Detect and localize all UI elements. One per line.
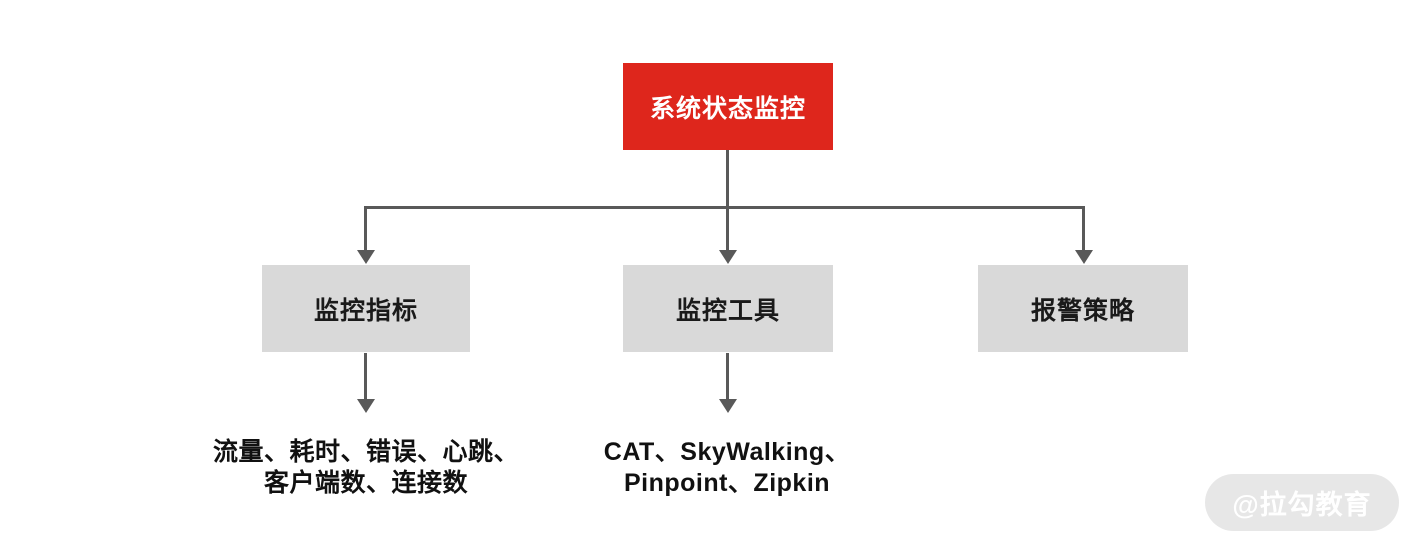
connector-left-drop: [364, 206, 367, 251]
connector-center-drop: [726, 206, 729, 251]
connector-right-drop: [1082, 206, 1085, 251]
node-label: 监控指标: [313, 296, 418, 325]
arrow-down-icon: [356, 250, 375, 264]
arrow-down-icon: [718, 399, 737, 413]
tools-detail-text: CAT、SkyWalking、 Pinpoint、Zipkin: [527, 437, 927, 499]
arrow-down-icon: [718, 250, 737, 264]
metrics-detail-text: 流量、耗时、错误、心跳、 客户端数、连接数: [166, 437, 566, 499]
node-system-status-monitoring: 系统状态监控: [623, 63, 833, 150]
connector-tools-detail: [726, 353, 729, 400]
metrics-detail-line-1: 流量、耗时、错误、心跳、: [212, 438, 519, 466]
arrow-down-icon: [356, 399, 375, 413]
arrow-down-icon: [1074, 250, 1093, 264]
connector-metrics-detail: [364, 353, 367, 400]
node-label: 报警策略: [1030, 296, 1135, 325]
tools-detail-line-2: Pinpoint、Zipkin: [623, 469, 831, 497]
watermark-badge: @拉勾教育: [1205, 474, 1399, 531]
connector-root-stem: [726, 150, 729, 208]
node-monitoring-tools: 监控工具: [623, 265, 833, 352]
connector-horizontal-bus: [364, 206, 1085, 209]
node-monitoring-metrics: 监控指标: [262, 265, 470, 352]
watermark-text: @拉勾教育: [1232, 490, 1372, 520]
node-label: 监控工具: [675, 296, 780, 325]
tools-detail-line-1: CAT、SkyWalking、: [603, 438, 851, 466]
node-alert-strategy: 报警策略: [978, 265, 1188, 352]
node-label: 系统状态监控: [649, 94, 806, 123]
metrics-detail-line-2: 客户端数、连接数: [263, 469, 468, 497]
